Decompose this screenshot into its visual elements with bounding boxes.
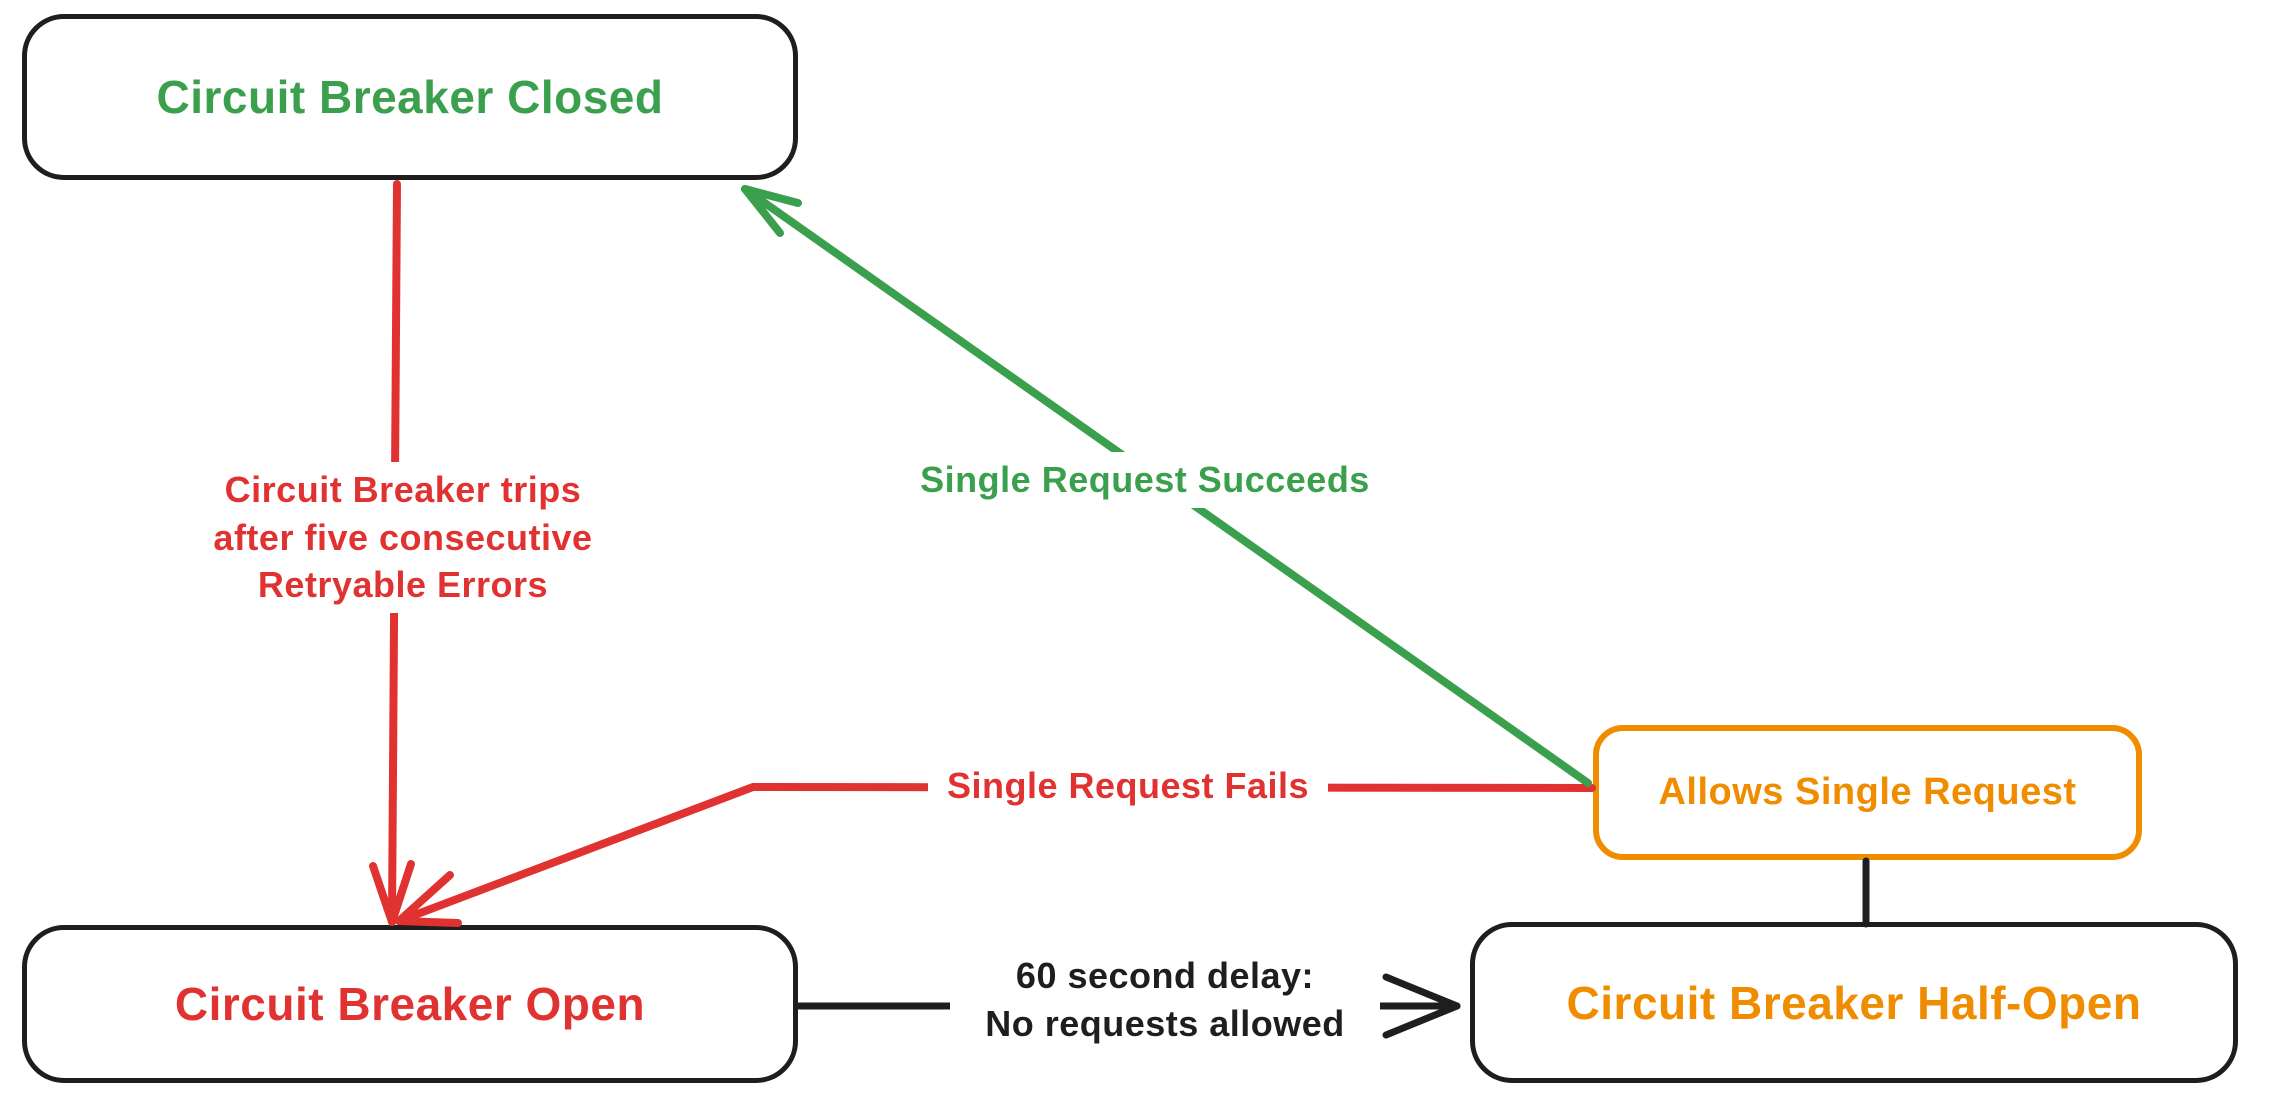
trips-line-3: Retryable Errors	[257, 564, 549, 606]
delay-line-2: No requests allowed	[985, 1002, 1345, 1044]
node-open-label: Circuit Breaker Open	[174, 978, 646, 1030]
edge-label-single-request-fails: Single Request Fails	[928, 758, 1328, 814]
node-circuit-breaker-closed: Circuit Breaker Closed	[22, 14, 798, 180]
node-closed-label: Circuit Breaker Closed	[156, 71, 664, 123]
edge-label-trips: Circuit Breaker trips after five consecu…	[143, 462, 663, 613]
edge-label-60-second-delay: 60 second delay: No requests allowed	[950, 948, 1380, 1052]
node-allows-single-request: Allows Single Request	[1593, 725, 2142, 860]
node-circuit-breaker-half-open: Circuit Breaker Half-Open	[1470, 922, 2238, 1083]
edge-label-single-request-succeeds: Single Request Succeeds	[895, 452, 1395, 508]
node-allows-label: Allows Single Request	[1658, 771, 2077, 813]
node-circuit-breaker-open: Circuit Breaker Open	[22, 925, 798, 1083]
trips-line-1: Circuit Breaker trips	[224, 469, 582, 510]
trips-line-2: after five consecutive	[213, 516, 593, 558]
delay-line-1: 60 second delay:	[1015, 955, 1315, 996]
node-half-open-label: Circuit Breaker Half-Open	[1566, 976, 2142, 1029]
